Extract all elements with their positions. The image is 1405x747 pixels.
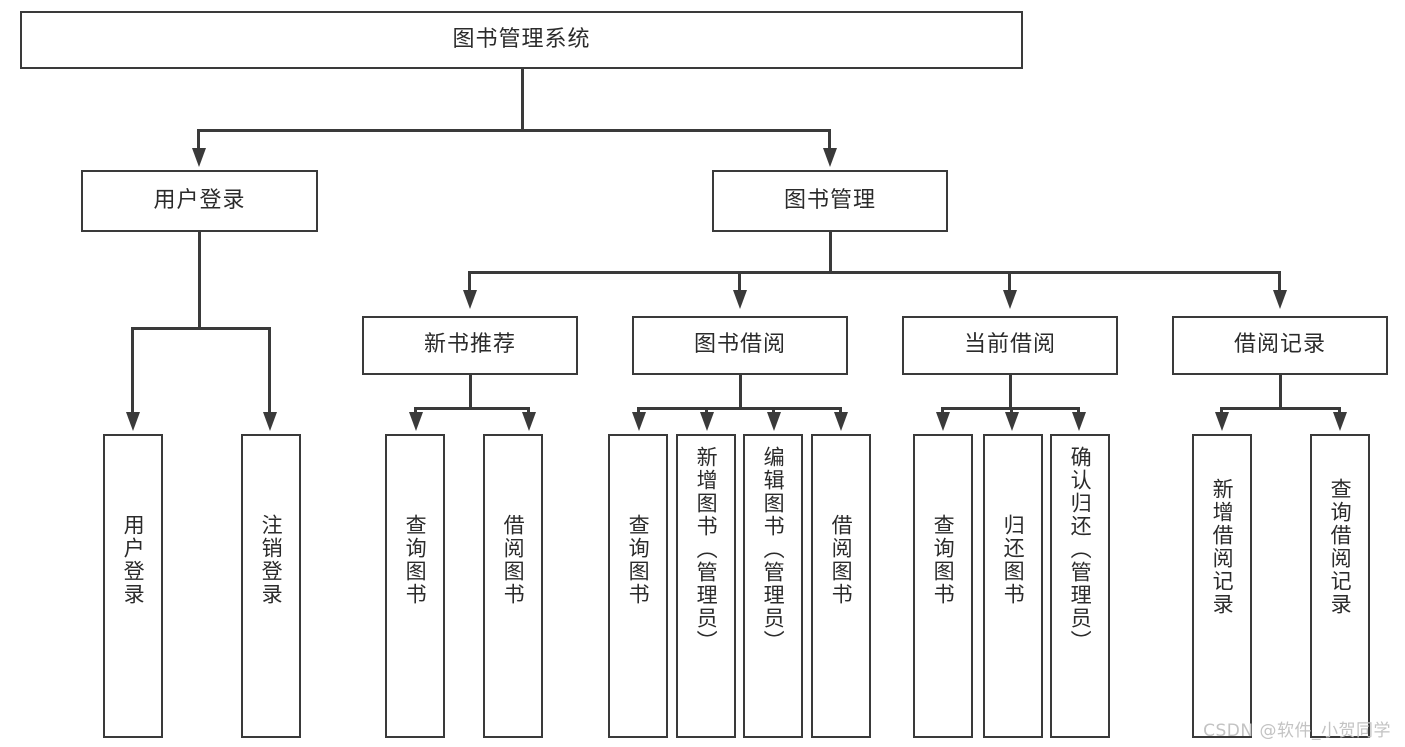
connector-borrow-to-leaf2 bbox=[705, 407, 708, 415]
arrow-root-to-books bbox=[823, 148, 837, 167]
node-label: 新书推荐 bbox=[423, 332, 516, 358]
leaf-label: 借阅图书 bbox=[501, 514, 526, 606]
connector-current-to-leaf1 bbox=[941, 407, 944, 415]
arrow-borrow-to-leaf3 bbox=[767, 412, 781, 431]
leaf-return-book[interactable]: 归还图书 bbox=[983, 434, 1043, 738]
connector-root-stem bbox=[521, 69, 524, 131]
leaf-user-login[interactable]: 用户登录 bbox=[103, 434, 163, 738]
arrow-current-to-leaf1 bbox=[936, 412, 950, 431]
connector-borrow-to-leaf1 bbox=[637, 407, 640, 415]
arrow-books-to-current bbox=[1003, 290, 1017, 309]
node-current-borrow[interactable]: 当前借阅 bbox=[902, 316, 1118, 375]
connector-login-to-leaf2 bbox=[268, 327, 271, 415]
node-borrow-record[interactable]: 借阅记录 bbox=[1172, 316, 1388, 375]
connector-root-to-books bbox=[828, 129, 831, 152]
leaf-logout[interactable]: 注销登录 bbox=[241, 434, 301, 738]
connector-root-bus bbox=[197, 129, 831, 132]
arrow-books-to-record bbox=[1273, 290, 1287, 309]
connector-record-to-leaf1 bbox=[1220, 407, 1223, 415]
arrow-record-to-leaf1 bbox=[1215, 412, 1229, 431]
connector-new-to-leaf1 bbox=[414, 407, 417, 415]
leaf-label: 借阅图书 bbox=[829, 514, 854, 606]
connector-new-bus bbox=[414, 407, 530, 410]
connector-books-to-borrow bbox=[738, 271, 741, 294]
csdn-watermark: CSDN @软件_小贺同学 bbox=[1203, 721, 1391, 741]
arrow-new-to-leaf2 bbox=[522, 412, 536, 431]
leaf-query-book-current[interactable]: 查询图书 bbox=[913, 434, 973, 738]
node-book-borrow[interactable]: 图书借阅 bbox=[632, 316, 848, 375]
connector-books-to-record bbox=[1278, 271, 1281, 294]
leaf-query-book-new[interactable]: 查询图书 bbox=[385, 434, 445, 738]
connector-new-to-leaf2 bbox=[527, 407, 530, 415]
connector-new-stem bbox=[469, 375, 472, 410]
leaf-borrow-book-new[interactable]: 借阅图书 bbox=[483, 434, 543, 738]
node-label: 图书管理系统 bbox=[452, 26, 591, 52]
leaf-add-book-admin[interactable]: 新增图书（管理员） bbox=[676, 434, 736, 738]
connector-books-to-new bbox=[468, 271, 471, 294]
leaf-query-borrow-record[interactable]: 查询借阅记录 bbox=[1310, 434, 1370, 738]
leaf-add-borrow-record[interactable]: 新增借阅记录 bbox=[1192, 434, 1252, 738]
leaf-label: 确认归还（管理员） bbox=[1068, 446, 1093, 653]
connector-current-to-leaf2 bbox=[1010, 407, 1013, 415]
connector-borrow-to-leaf3 bbox=[772, 407, 775, 415]
leaf-label: 查询图书 bbox=[931, 514, 956, 606]
leaf-label: 新增借阅记录 bbox=[1210, 478, 1235, 616]
arrow-borrow-to-leaf4 bbox=[834, 412, 848, 431]
leaf-edit-book-admin[interactable]: 编辑图书（管理员） bbox=[743, 434, 803, 738]
arrow-record-to-leaf2 bbox=[1333, 412, 1347, 431]
connector-record-stem bbox=[1279, 375, 1282, 410]
node-user-login[interactable]: 用户登录 bbox=[81, 170, 318, 232]
node-label: 图书借阅 bbox=[693, 332, 786, 358]
connector-current-stem bbox=[1009, 375, 1012, 410]
arrow-borrow-to-leaf1 bbox=[632, 412, 646, 431]
leaf-label: 查询图书 bbox=[403, 514, 428, 606]
arrow-current-to-leaf2 bbox=[1005, 412, 1019, 431]
node-label: 借阅记录 bbox=[1233, 332, 1326, 358]
leaf-query-book-borrow[interactable]: 查询图书 bbox=[608, 434, 668, 738]
arrow-books-to-borrow bbox=[733, 290, 747, 309]
connector-borrow-bus bbox=[637, 407, 842, 410]
arrow-books-to-new bbox=[463, 290, 477, 309]
node-label: 用户登录 bbox=[153, 187, 246, 213]
connector-borrow-stem bbox=[739, 375, 742, 410]
connector-login-stem bbox=[198, 232, 201, 330]
connector-root-to-login bbox=[197, 129, 200, 152]
connector-current-to-leaf3 bbox=[1077, 407, 1080, 415]
leaf-label: 新增图书（管理员） bbox=[694, 446, 719, 653]
connector-books-to-current bbox=[1008, 271, 1011, 294]
connector-borrow-to-leaf4 bbox=[839, 407, 842, 415]
arrow-current-to-leaf3 bbox=[1072, 412, 1086, 431]
leaf-label: 查询图书 bbox=[626, 514, 651, 606]
arrow-root-to-login bbox=[192, 148, 206, 167]
arrow-login-to-leaf1 bbox=[126, 412, 140, 431]
connector-record-to-leaf2 bbox=[1338, 407, 1341, 415]
node-book-management[interactable]: 图书管理 bbox=[712, 170, 948, 232]
connector-login-bus bbox=[131, 327, 271, 330]
arrow-new-to-leaf1 bbox=[409, 412, 423, 431]
connector-record-bus bbox=[1220, 407, 1341, 410]
connector-books-bus bbox=[468, 271, 1280, 274]
leaf-label: 归还图书 bbox=[1001, 514, 1026, 606]
arrow-borrow-to-leaf2 bbox=[700, 412, 714, 431]
leaf-label: 查询借阅记录 bbox=[1328, 478, 1353, 616]
node-new-book-recommend[interactable]: 新书推荐 bbox=[362, 316, 578, 375]
node-label: 图书管理 bbox=[783, 187, 876, 213]
leaf-label: 用户登录 bbox=[121, 514, 146, 606]
connector-books-stem bbox=[829, 232, 832, 274]
arrow-login-to-leaf2 bbox=[263, 412, 277, 431]
leaf-label: 编辑图书（管理员） bbox=[761, 446, 786, 653]
leaf-confirm-return-admin[interactable]: 确认归还（管理员） bbox=[1050, 434, 1110, 738]
node-label: 当前借阅 bbox=[963, 332, 1056, 358]
connector-login-to-leaf1 bbox=[131, 327, 134, 415]
node-root-system[interactable]: 图书管理系统 bbox=[20, 11, 1023, 69]
leaf-label: 注销登录 bbox=[259, 514, 284, 606]
leaf-borrow-book-borrow[interactable]: 借阅图书 bbox=[811, 434, 871, 738]
